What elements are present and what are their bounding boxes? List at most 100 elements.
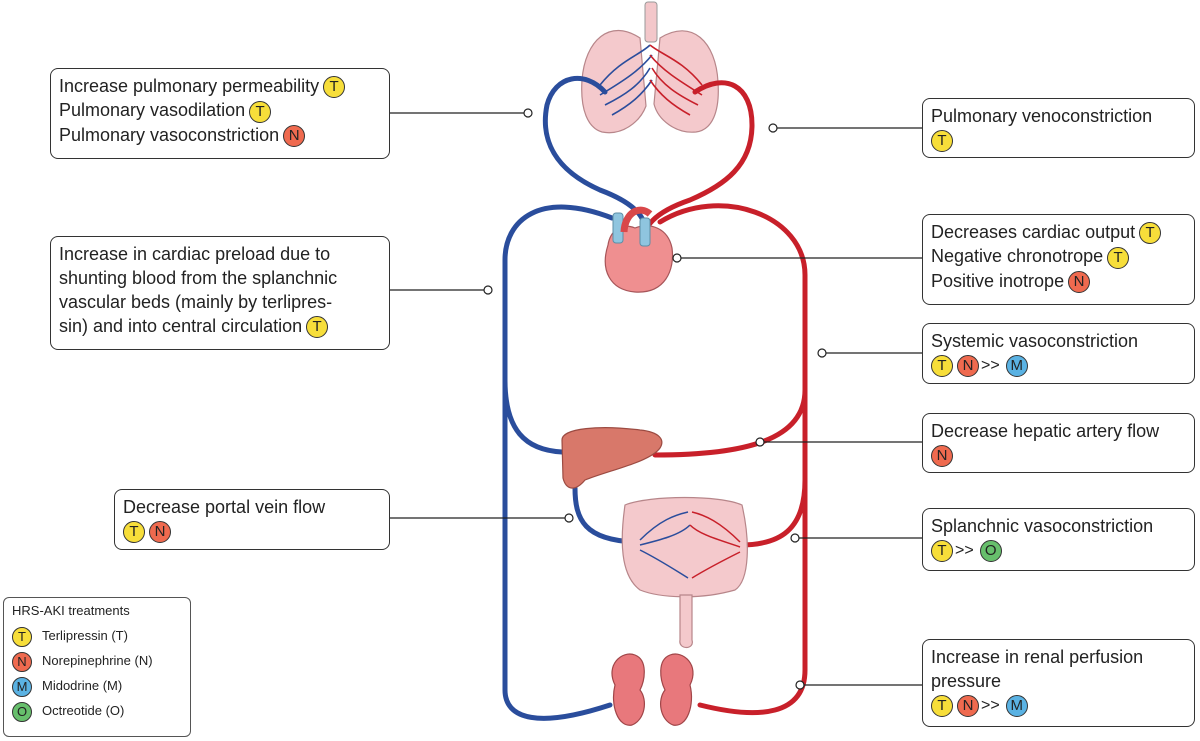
terlipressin-badge: T: [306, 316, 329, 339]
terlipressin-badge: T: [931, 130, 953, 153]
kidneys-icon: [611, 653, 694, 726]
greater-than-symbol: >>: [955, 542, 974, 560]
annotation-text: Pulmonary vasodilation: [59, 100, 246, 121]
annotation-line: Decrease hepatic artery flow: [931, 419, 1186, 443]
midodrine-badge: M: [1005, 695, 1028, 718]
leader-dot-cardiac-output: [672, 253, 682, 263]
midodrine-badge: M: [1005, 355, 1028, 378]
terlipressin-badge: T: [931, 355, 953, 378]
legend-item: N Norepinephrine (N): [12, 648, 182, 673]
greater-than-symbol: >>: [981, 697, 1000, 715]
legend-item: T Terlipressin (T): [12, 623, 182, 648]
leader-dot-pulmonary-left: [523, 108, 533, 118]
norepinephrine-badge: N: [149, 521, 171, 544]
leader-dot-systemic: [817, 348, 827, 358]
leader-dot-pulmonary-right: [768, 123, 778, 133]
heart-icon: [604, 206, 674, 293]
legend-label: Octreotide (O): [42, 703, 125, 718]
annotation-line: Increase in cardiac preload due to: [59, 242, 381, 266]
annotation-text: Negative chronotrope: [931, 246, 1104, 267]
pulmonary-vein-red: [641, 80, 755, 248]
leader-dot-renal: [795, 680, 805, 690]
annotation-text: Systemic vasoconstriction: [931, 331, 1139, 351]
annotation-line: Decrease portal vein flow: [123, 495, 381, 519]
annotation-line: N: [931, 443, 1186, 468]
hepatic-artery-red: [652, 387, 808, 458]
terlipressin-badge: T: [931, 540, 953, 563]
norepinephrine-badge: N: [957, 695, 979, 718]
norepinephrine-badge: N: [12, 651, 32, 672]
leader-dot-splanchnic: [790, 533, 800, 543]
annotation-text: Decreases cardiac output: [931, 222, 1136, 242]
trachea: [644, 1, 658, 43]
octreotide-badge: O: [979, 540, 1002, 563]
greater-than-symbol: >>: [981, 357, 1000, 375]
terlipressin-badge: T: [1139, 222, 1162, 245]
pulmonary-artery-blue: [542, 75, 648, 248]
annotation-text: shunting blood from the splanchnic: [59, 268, 338, 288]
vena-cava-blue: [502, 204, 615, 721]
hepatic-vein-blue: [502, 377, 565, 455]
legend-label: Norepinephrine (N): [42, 653, 153, 668]
octreotide-badge: O: [12, 701, 32, 722]
leader-dot-portal: [564, 513, 574, 523]
terlipressin-badge: T: [123, 521, 145, 544]
terlipressin-badge: T: [1107, 246, 1130, 269]
annotation-line: T>> O: [931, 538, 1186, 563]
terlipressin-badge: T: [12, 626, 32, 647]
annotation-line: T: [931, 128, 1186, 153]
norepinephrine-badge: N: [1068, 270, 1091, 293]
annotation-text: Increase pulmonary permeability: [59, 76, 320, 96]
annotation-text: Splanchnic vasoconstriction: [931, 516, 1154, 536]
annotation-line: pressure: [931, 669, 1186, 693]
annotation-text: Increase in cardiac preload due to: [59, 244, 331, 264]
annotation-cardiac-preload: Increase in cardiac preload due to shunti…: [50, 236, 390, 350]
legend-label: Midodrine (M): [42, 678, 123, 693]
terlipressin-badge: T: [249, 100, 272, 123]
leader-dot-cardiac-preload: [483, 285, 493, 295]
splanchnic-artery-red: [737, 477, 808, 548]
norepinephrine-badge: N: [283, 124, 306, 147]
legend-item: O Octreotide (O): [12, 698, 182, 723]
annotation-line: Pulmonary venoconstriction: [931, 104, 1186, 128]
aorta-red: [657, 203, 808, 716]
legend-label: Terlipressin (T): [42, 628, 128, 643]
lungs-icon: [581, 29, 719, 134]
annotation-text: Pulmonary vasoconstriction: [59, 124, 280, 145]
annotation-text: Decrease hepatic artery flow: [931, 421, 1160, 441]
annotation-text: Increase in renal perfusion: [931, 647, 1144, 667]
annotation-line: vascular beds (mainly by terlipres-: [59, 290, 381, 314]
legend-title: HRS-AKI treatments: [12, 603, 130, 618]
annotation-text: sin) and into central circulation: [59, 316, 303, 336]
annotation-text: vascular beds (mainly by terlipres-: [59, 292, 333, 312]
annotation-text: pressure: [931, 671, 1002, 691]
terlipressin-badge: T: [323, 76, 346, 99]
terlipressin-badge: T: [931, 695, 953, 718]
midodrine-badge: M: [12, 676, 32, 697]
legend: HRS-AKI treatments T Terlipressin (T) N Nor…: [3, 597, 191, 737]
leader-dot-hepatic: [755, 437, 765, 447]
annotation-text: Pulmonary venoconstriction: [931, 106, 1153, 126]
annotation-text: Decrease portal vein flow: [123, 497, 326, 517]
portal-vein-blue: [572, 485, 638, 545]
annotation-line: Splanchnic vasoconstriction: [931, 514, 1186, 538]
intestines-icon: [621, 496, 748, 649]
annotation-text: Positive inotrope: [931, 270, 1065, 291]
annotation-line: Increase in renal perfusion: [931, 645, 1186, 669]
